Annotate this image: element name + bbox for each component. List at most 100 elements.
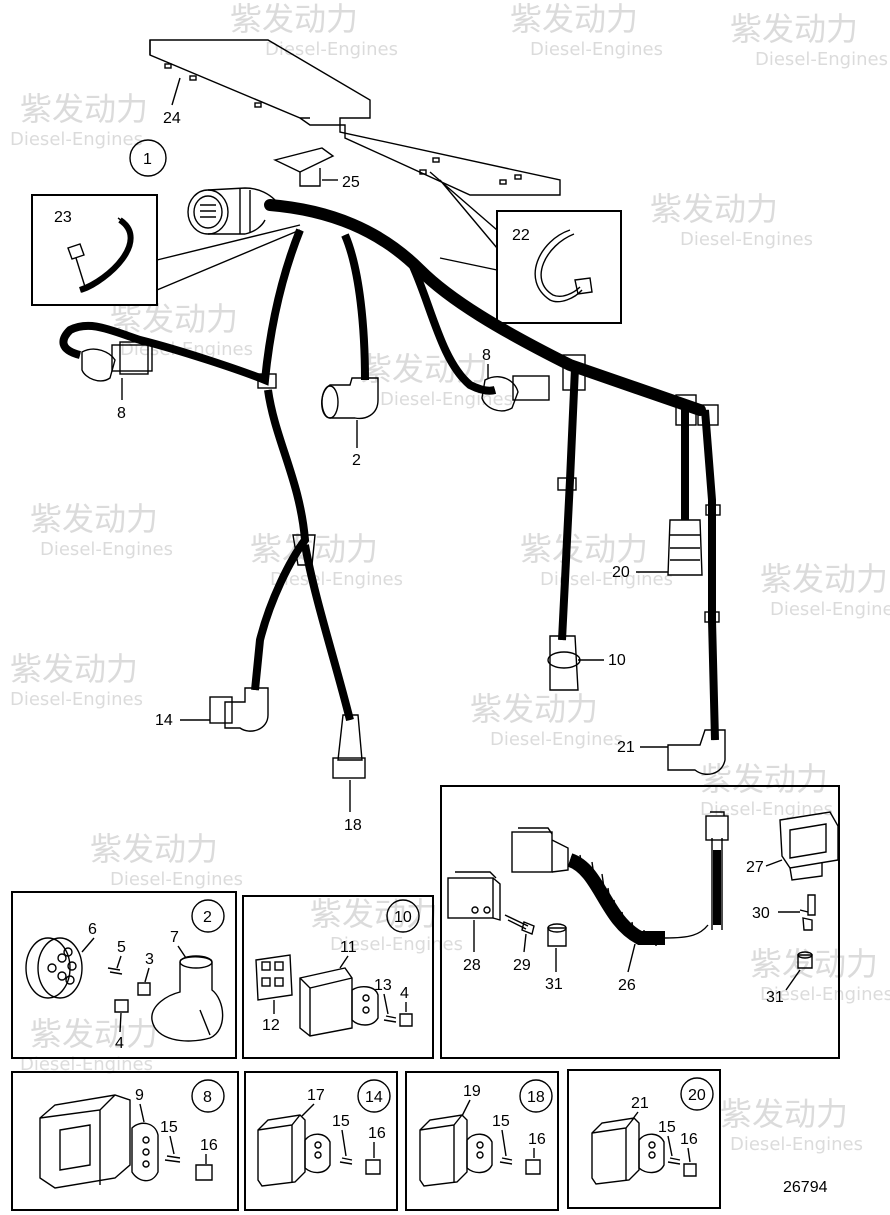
svg-text:Diesel-Engines: Diesel-Engines xyxy=(770,599,890,620)
d20-part-16: 16 xyxy=(680,1131,698,1148)
detail-box-23 xyxy=(31,194,158,306)
svg-text:Diesel-Engines: Diesel-Engines xyxy=(110,869,243,890)
label-28: 28 xyxy=(463,957,481,974)
d20-part-21: 21 xyxy=(631,1095,649,1112)
svg-text:Diesel-Engines: Diesel-Engines xyxy=(530,39,663,60)
detail-8-callout: 8 xyxy=(203,1089,212,1106)
d8-part-16: 16 xyxy=(200,1137,218,1154)
d14-part-16: 16 xyxy=(368,1125,386,1142)
svg-text:紫发动力: 紫发动力 xyxy=(650,190,778,228)
label-22: 22 xyxy=(512,227,530,244)
svg-text:Diesel-Engines: Diesel-Engines xyxy=(10,689,143,710)
detail-box-2: 2 xyxy=(11,891,237,1059)
svg-text:Diesel-Engines: Diesel-Engines xyxy=(755,49,888,70)
svg-text:Diesel-Engines: Diesel-Engines xyxy=(20,1054,153,1075)
label-27: 27 xyxy=(746,859,764,876)
svg-text:紫发动力: 紫发动力 xyxy=(700,760,828,798)
detail-10-callout: 10 xyxy=(394,909,412,926)
leader-22 xyxy=(429,171,498,271)
detail-box-18: 18 xyxy=(405,1071,559,1211)
label-29: 29 xyxy=(513,957,531,974)
label-31-right: 31 xyxy=(766,989,784,1006)
label-24: 24 xyxy=(163,110,181,127)
d10-part-12: 12 xyxy=(262,1017,280,1034)
svg-text:紫发动力: 紫发动力 xyxy=(750,945,878,983)
svg-text:Diesel-Engines: Diesel-Engines xyxy=(730,1134,863,1155)
svg-text:紫发动力: 紫发动力 xyxy=(20,90,148,128)
svg-text:紫发动力: 紫发动力 xyxy=(470,690,598,728)
cover-plate xyxy=(149,39,561,196)
d2-part-3: 3 xyxy=(145,951,154,968)
svg-text:紫发动力: 紫发动力 xyxy=(730,10,858,48)
label-10: 10 xyxy=(608,652,626,669)
label-25: 25 xyxy=(342,174,360,191)
svg-text:Diesel-Engines: Diesel-Engines xyxy=(330,934,463,955)
label-8-left: 8 xyxy=(117,405,126,422)
label-8-right: 8 xyxy=(482,347,491,364)
d2-part-4: 4 xyxy=(115,1035,124,1052)
label-30: 30 xyxy=(752,905,770,922)
d10-part-11: 11 xyxy=(340,939,357,956)
label-14: 14 xyxy=(155,712,173,729)
detail-box-26-31 xyxy=(440,785,840,1059)
clip-25 xyxy=(272,147,335,187)
callout-1 xyxy=(129,139,167,177)
svg-text:Diesel-Engines: Diesel-Engines xyxy=(540,569,673,590)
svg-text:Diesel-Engines: Diesel-Engines xyxy=(10,129,143,150)
svg-text:Diesel-Engines: Diesel-Engines xyxy=(700,799,833,820)
detail-box-22 xyxy=(496,210,622,324)
d10-part-4: 4 xyxy=(400,985,409,1002)
wiring-harness xyxy=(59,187,726,779)
svg-text:紫发动力: 紫发动力 xyxy=(310,895,438,933)
svg-text:紫发动力: 紫发动力 xyxy=(520,530,648,568)
svg-text:紫发动力: 紫发动力 xyxy=(760,560,888,598)
svg-text:Diesel-Engines: Diesel-Engines xyxy=(380,389,513,410)
svg-text:紫发动力: 紫发动力 xyxy=(720,1095,848,1133)
d8-part-9: 9 xyxy=(135,1087,144,1104)
label-26: 26 xyxy=(618,977,636,994)
label-20: 20 xyxy=(612,564,630,581)
svg-text:Diesel-Engines: Diesel-Engines xyxy=(760,984,890,1005)
d2-part-5: 5 xyxy=(117,939,126,956)
svg-text:紫发动力: 紫发动力 xyxy=(10,650,138,688)
d10-part-13: 13 xyxy=(374,977,392,994)
d14-part-15: 15 xyxy=(332,1113,350,1130)
detail-2-callout: 2 xyxy=(203,909,212,926)
label-23: 23 xyxy=(54,209,72,226)
svg-text:紫发动力: 紫发动力 xyxy=(30,1015,158,1053)
svg-text:紫发动力: 紫发动力 xyxy=(510,0,638,38)
detail-box-8: 8 xyxy=(11,1071,239,1211)
detail-14-callout: 14 xyxy=(365,1089,383,1106)
d18-part-19: 19 xyxy=(463,1083,481,1100)
svg-text:Diesel-Engines: Diesel-Engines xyxy=(265,39,398,60)
leader-24 xyxy=(171,77,181,106)
svg-text:Diesel-Engines: Diesel-Engines xyxy=(40,539,173,560)
d2-part-7: 7 xyxy=(170,929,179,946)
svg-text:紫发动力: 紫发动力 xyxy=(110,300,238,338)
label-31-left: 31 xyxy=(545,976,563,993)
d18-part-16: 16 xyxy=(528,1131,546,1148)
detail-box-20: 20 xyxy=(567,1069,721,1209)
detail-box-10: 10 xyxy=(242,895,434,1059)
svg-text:Diesel-Engines: Diesel-Engines xyxy=(490,729,623,750)
d20-part-15: 15 xyxy=(658,1119,676,1136)
svg-text:Diesel-Engines: Diesel-Engines xyxy=(270,569,403,590)
callout-1-number: 1 xyxy=(143,151,152,168)
detail-box-14: 14 xyxy=(244,1071,398,1211)
